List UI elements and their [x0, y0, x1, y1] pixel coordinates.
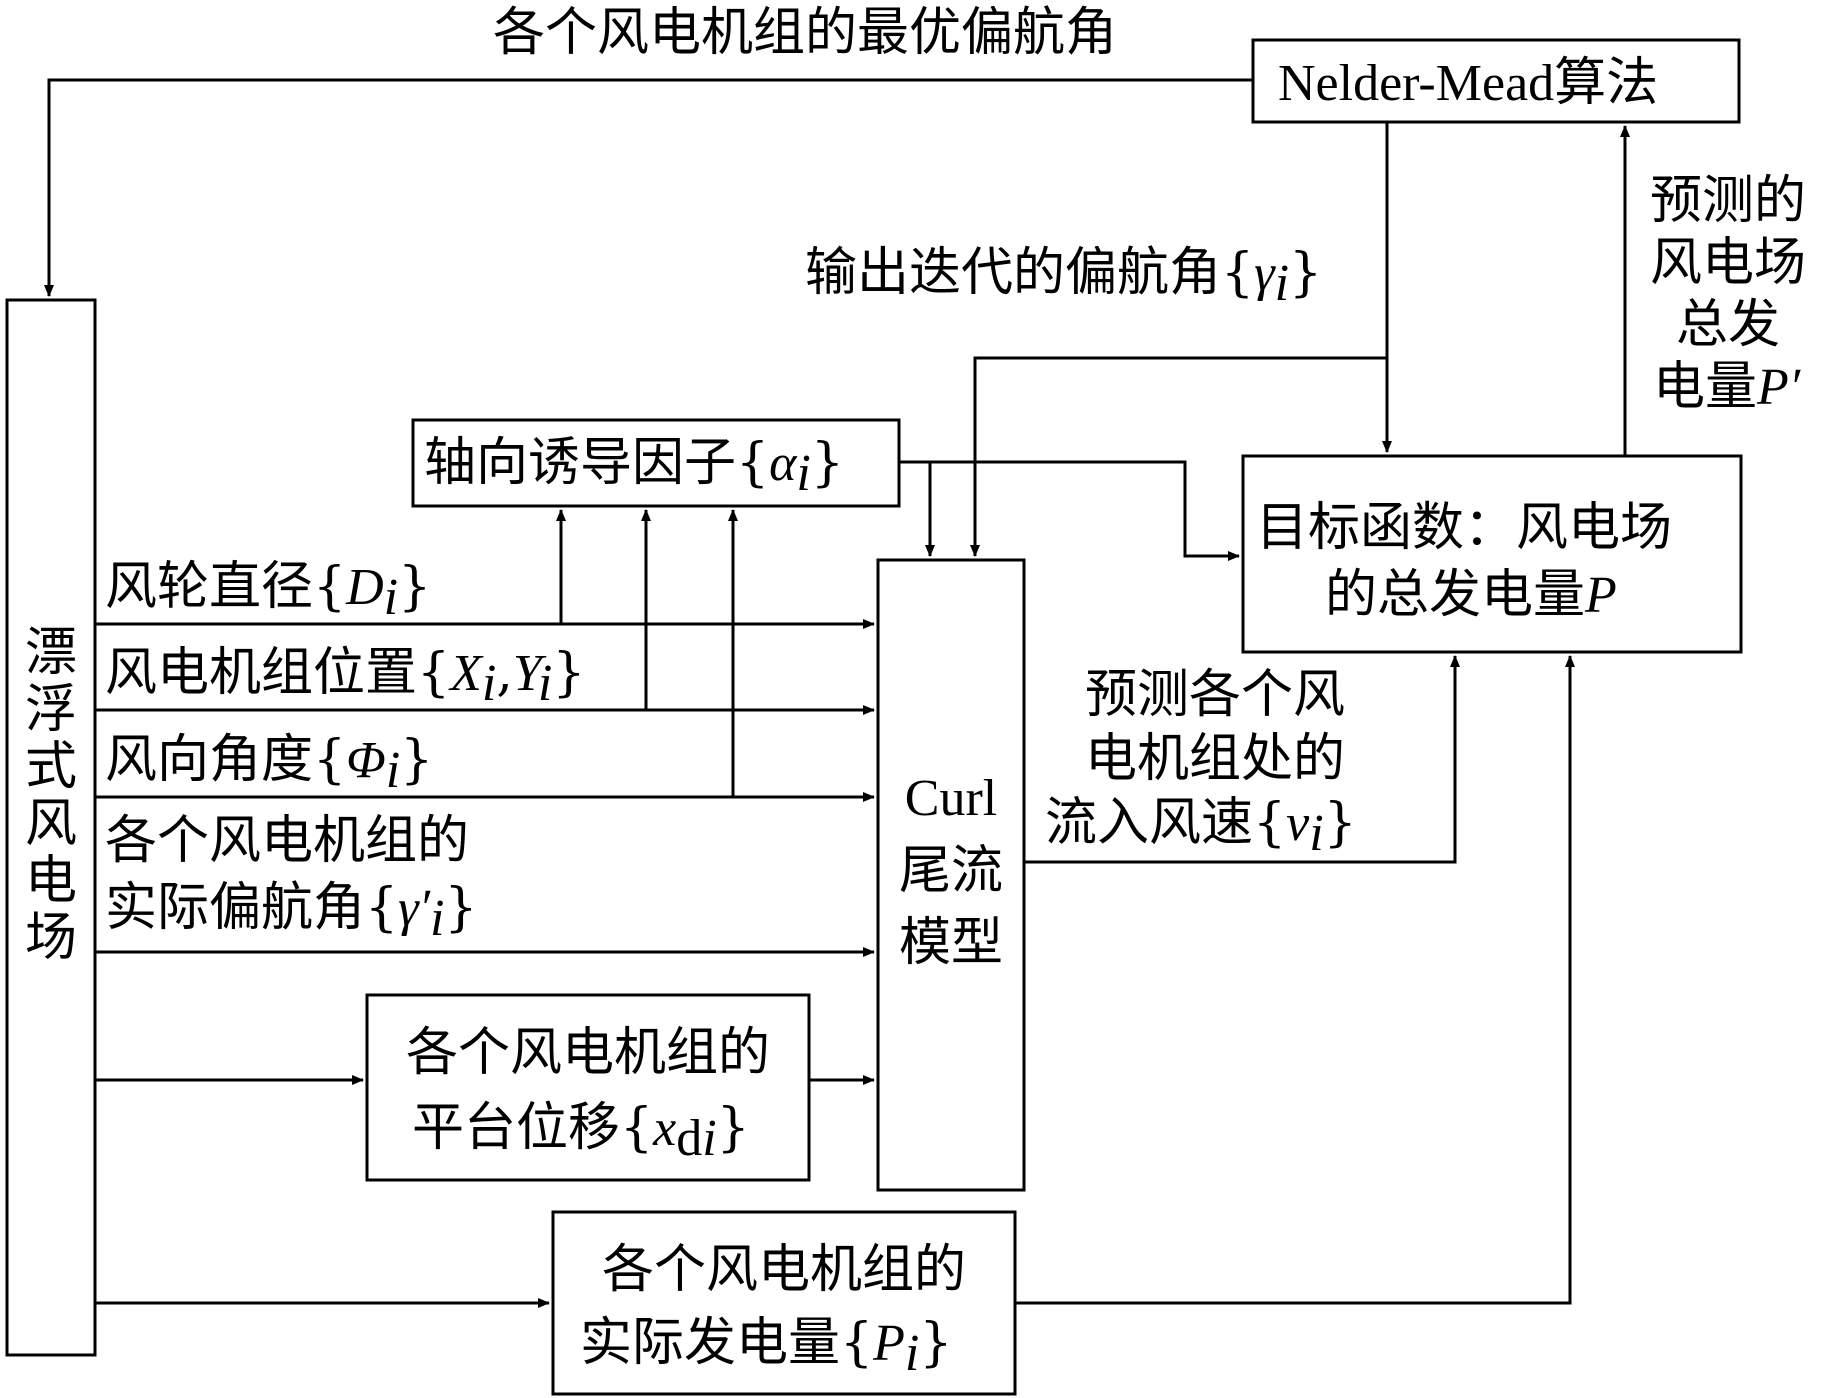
actual-yaw-line-1: 各个风电机组的 — [105, 811, 469, 871]
pred-total-power-label: 预测的 风电场 总发 电量P′ — [1650, 171, 1806, 417]
position-label: 风电机组位置{Xi,Yi} — [105, 643, 585, 712]
platform-displacement-box: 各个风电机组的 平台位移{xdi} — [365, 993, 811, 1182]
wind-farm-box: 漂 浮 式 风 电 场 — [5, 298, 97, 1357]
wind-farm-char-2: 浮 — [25, 680, 77, 740]
platform-line-1: 各个风电机组的 — [406, 1023, 770, 1083]
optimal-yaw-label: 各个风电机组的最优偏航角 — [493, 3, 1117, 63]
wind-farm-char-6: 场 — [25, 908, 77, 968]
axial-to-curl-arrow — [899, 460, 935, 557]
iter-yaw-label: 输出迭代的偏航角{γi} — [805, 243, 1322, 312]
optimal-yaw-arrow — [44, 78, 1253, 297]
inflow-line-2: 电机组处的 — [1085, 729, 1345, 789]
pred-total-line-1: 预测的 — [1650, 171, 1806, 231]
axial-to-objective-arrow — [930, 460, 1240, 561]
inflow-label: 预测各个风 电机组处的 流入风速{vi} — [1045, 665, 1357, 862]
actual-power-line-1: 各个风电机组的 — [602, 1240, 966, 1300]
wind-farm-char-5: 电 — [25, 851, 77, 911]
pred-total-line-4: 电量P′ — [1653, 357, 1802, 417]
direction-label: 风向角度{Φi} — [105, 730, 433, 799]
nelder-mead-label: Nelder-Mead算法 — [1278, 55, 1658, 112]
objective-line-2: 的总发电量P — [1325, 565, 1617, 625]
iter-yaw-to-curl-arrow — [970, 356, 1387, 557]
inflow-line-1: 预测各个风 — [1085, 665, 1345, 725]
wind-farm-char-4: 风 — [25, 794, 77, 854]
axial-induction-label: 轴向诱导因子{αi} — [424, 433, 844, 502]
rotor-diameter-label: 风轮直径{Di} — [105, 557, 431, 626]
inflow-line-3: 流入风速{vi} — [1045, 793, 1357, 862]
actual-yaw-line-2: 实际偏航角{γ′i} — [105, 878, 478, 947]
wind-farm-char-1: 漂 — [25, 623, 77, 683]
actual-power-to-objective-arrow — [1015, 655, 1575, 1305]
axial-induction-box: 轴向诱导因子{αi} — [411, 418, 901, 508]
pred-total-line-2: 风电场 — [1650, 233, 1806, 293]
actual-power-box: 各个风电机组的 实际发电量{Pi} — [551, 1210, 1017, 1396]
curl-line-3: 模型 — [899, 913, 1003, 973]
objective-box: 目标函数：风电场 的总发电量P — [1241, 454, 1743, 654]
curl-line-2: 尾流 — [899, 841, 1003, 901]
wind-farm-char-3: 式 — [25, 737, 77, 797]
curl-line-1: Curl — [905, 770, 997, 827]
pred-total-line-3: 总发 — [1676, 295, 1780, 355]
objective-line-1: 目标函数：风电场 — [1256, 498, 1672, 558]
actual-power-line-2: 实际发电量{Pi} — [580, 1313, 952, 1382]
curl-wake-model-box: Curl 尾流 模型 — [876, 558, 1026, 1192]
nelder-mead-box: Nelder-Mead算法 — [1251, 38, 1741, 124]
platform-line-2: 平台位移{xdi} — [412, 1098, 750, 1167]
inflow-to-objective-arrow — [1024, 655, 1460, 864]
connectors — [44, 78, 1630, 1308]
